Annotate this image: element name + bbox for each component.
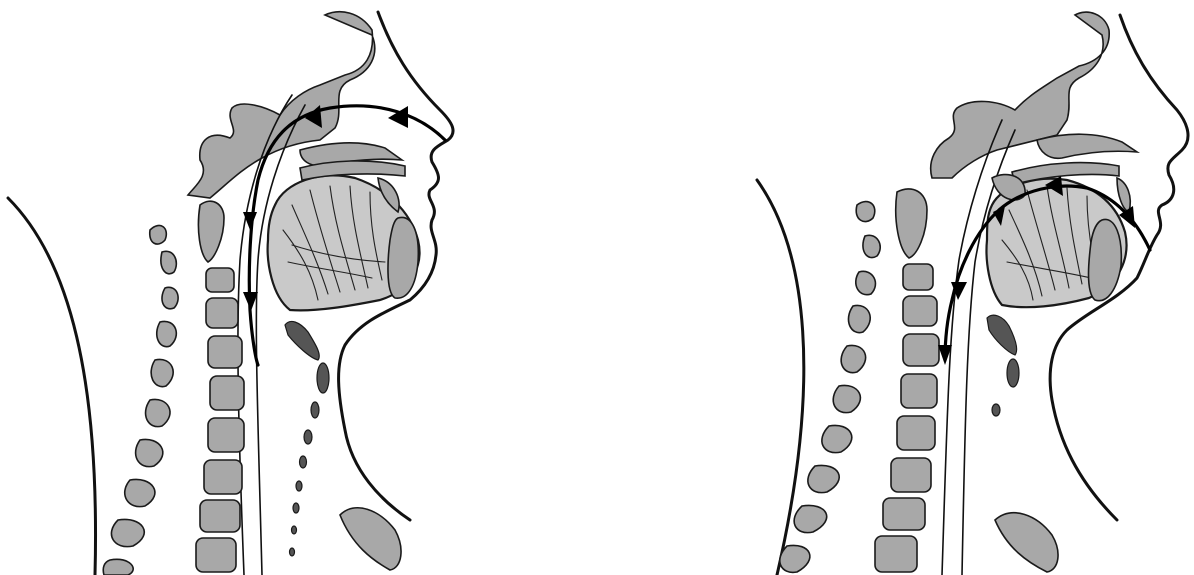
oral-intubation-diagram xyxy=(597,0,1194,575)
nasal-intubation-panel xyxy=(0,0,600,575)
cervical-vertebrae xyxy=(875,189,939,572)
epiglottis xyxy=(987,315,1017,355)
trachea-ring-1 xyxy=(311,402,319,418)
nasal-concha-bone xyxy=(1037,134,1137,158)
cervical-vertebrae xyxy=(196,201,244,572)
trachea-ring-6 xyxy=(292,526,297,534)
trachea-ring-5 xyxy=(293,503,299,513)
trachea-ring-4 xyxy=(296,481,302,491)
spinous-processes xyxy=(780,202,880,573)
clavicle-bone xyxy=(995,513,1058,572)
trachea-ring-2 xyxy=(304,430,312,444)
clavicle-bone xyxy=(340,508,401,570)
mandible-bone xyxy=(388,217,418,298)
nasal-intubation-diagram xyxy=(0,0,600,575)
epiglottis xyxy=(285,321,319,360)
thyroid-cartilage xyxy=(1007,359,1019,387)
trachea-ring-3 xyxy=(300,456,307,468)
trachea-ring-1 xyxy=(992,404,1000,416)
spinous-processes xyxy=(103,225,178,575)
trachea-ring-7 xyxy=(290,548,295,556)
support-arc xyxy=(8,198,96,575)
oral-intubation-panel xyxy=(597,0,1194,575)
thyroid-cartilage xyxy=(317,363,329,393)
mandible-bone xyxy=(1089,219,1122,300)
